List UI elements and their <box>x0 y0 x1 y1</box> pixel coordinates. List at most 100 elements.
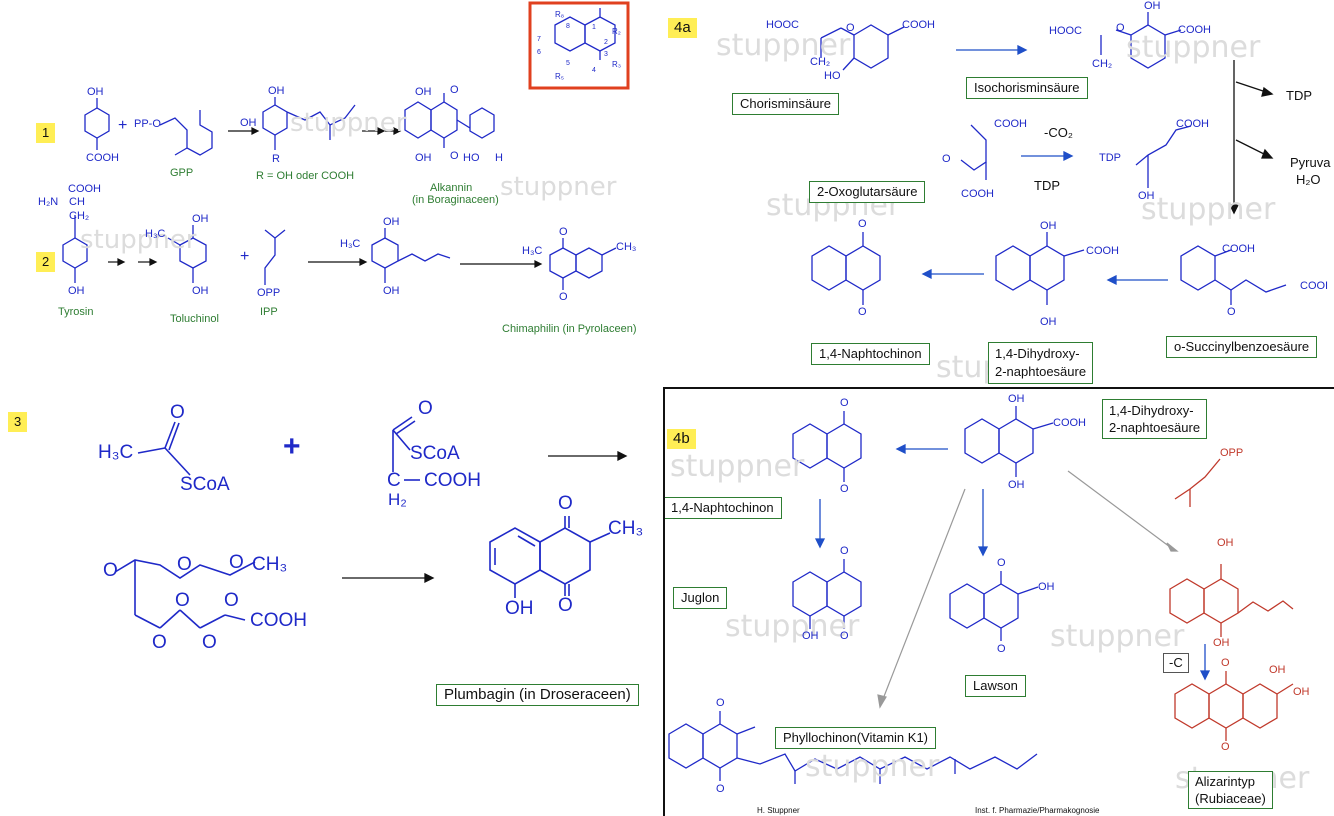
formula-label: COOI <box>1300 280 1329 292</box>
formula-label: OH <box>415 86 432 98</box>
formula-label: COOH <box>961 188 994 200</box>
formula-label: OH <box>415 152 432 164</box>
gpp-structure <box>159 110 213 156</box>
formula-label: COOH <box>68 183 101 195</box>
formula-label: O <box>1116 22 1125 34</box>
core-label: 3 <box>604 51 608 58</box>
formula-label: O <box>559 291 568 303</box>
naphtochinon-4b-structure <box>792 411 862 482</box>
formula-label: OH <box>240 117 257 129</box>
formula-label: O <box>716 783 725 795</box>
formula-label: OPP <box>257 287 281 299</box>
formula-label: HOOC <box>766 19 799 31</box>
formula-label: OPP <box>1220 447 1244 459</box>
juglon-structure <box>792 559 862 629</box>
tyrosin-structure <box>62 215 88 283</box>
alizarintyp-line-1: Alizarintyp <box>1195 774 1255 789</box>
core-structure-frame <box>528 1 630 90</box>
formula-label: OH <box>802 630 819 642</box>
formula-label: COOH <box>1178 24 1211 36</box>
dihydroxy-naphtoesaeure-4b-box: 1,4-Dihydroxy- 2-naphtoesäure <box>1102 399 1208 439</box>
core-label: R₃ <box>612 60 622 69</box>
formula-label: O <box>1227 306 1236 318</box>
isochorisminsaeure-structure <box>1100 12 1182 69</box>
footer-institute: Inst. f. Pharmazie/Pharmakognosie <box>975 806 1100 815</box>
tyrosin-label: Tyrosin <box>58 306 94 318</box>
ipp-label: IPP <box>260 306 278 318</box>
formula-label: O <box>840 545 849 557</box>
formula-label: OH <box>1008 479 1025 491</box>
formula-label: R <box>272 153 280 165</box>
alkannin-label: Alkannin <box>430 182 473 194</box>
decarboxylation-box: -C <box>1163 653 1189 673</box>
juglon-box: Juglon <box>673 587 728 609</box>
formula-label: H₃C <box>145 228 166 240</box>
tdp-label: TDP <box>1034 178 1060 193</box>
formula-label: O <box>177 554 192 575</box>
core-label: R₅ <box>555 72 564 81</box>
lawson-structure <box>949 571 1039 641</box>
formula-label: O <box>418 398 433 419</box>
panel-1-2-structures <box>62 1 630 290</box>
core-label: R₈ <box>555 10 565 19</box>
succinylbenzoesaeure-structure <box>1180 245 1287 305</box>
acetyl-coa-structure <box>137 421 191 476</box>
formula-label: CH₃ <box>608 518 644 539</box>
geranylhydroquinone-structure <box>262 97 356 150</box>
core-label: 6 <box>537 49 541 56</box>
formula-label: COOH <box>1086 245 1119 257</box>
plumbagin-structure <box>489 516 611 598</box>
core-label: 2 <box>604 39 608 46</box>
formula-label: SCoA <box>410 443 460 464</box>
alizarin-structure <box>1174 671 1294 741</box>
prenyl-toluhydroquinone-structure <box>371 228 451 283</box>
formula-label: O <box>997 557 1006 569</box>
gpp-label: GPP <box>170 167 194 179</box>
formula-label: COOH <box>902 19 935 31</box>
formula-label: COOH <box>1053 417 1086 429</box>
formula-label: OH <box>383 285 400 297</box>
hydroxybenzoic-acid-structure <box>84 98 110 150</box>
formula-label: COOH <box>424 470 481 491</box>
core-label: 8 <box>566 23 570 30</box>
formula-label: C <box>387 470 401 491</box>
formula-label: HO <box>463 152 480 164</box>
formula-label: OH <box>1269 664 1286 676</box>
chimaphilin-structure <box>549 238 617 290</box>
formula-label: O <box>858 218 867 230</box>
formula-label: CH <box>69 196 85 208</box>
formula-label: H₂N <box>38 196 59 208</box>
formula-label: O <box>997 643 1006 655</box>
core-label: 7 <box>537 36 541 43</box>
naphtochinon-4b-box: 1,4-Naphtochinon <box>665 497 782 519</box>
naphtochinon-structure <box>811 232 881 305</box>
formula-label: O <box>558 595 573 616</box>
formula-label: O <box>559 226 568 238</box>
formula-label: O <box>1221 741 1230 753</box>
h2o-label: H₂O <box>1296 172 1321 187</box>
formula-label: O <box>840 483 849 495</box>
dihydroxy-line-1: 1,4-Dihydroxy- <box>995 346 1080 361</box>
formula-label: O <box>450 84 459 96</box>
formula-label: H₂ <box>388 490 407 509</box>
alkannin-source-label: (in Boraginaceen) <box>412 194 499 206</box>
step-label-1: 1 <box>36 123 56 143</box>
formula-label: COOH <box>1222 243 1255 255</box>
formula-label: CH₃ <box>252 554 288 575</box>
core-naphthoquinone-structure <box>554 8 616 60</box>
formula-label: CH₂ <box>810 56 831 68</box>
pyruvat-label: Pyruva <box>1290 155 1331 170</box>
phyllochinon-structure <box>668 711 1038 784</box>
formula-label: HO <box>824 70 841 82</box>
step-label-4a: 4a <box>668 18 697 38</box>
alizarintyp-line-2: (Rubiaceae) <box>1195 791 1266 806</box>
formula-label: O <box>152 632 167 653</box>
formula-label: O <box>942 153 951 165</box>
malonyl-coa-structure <box>392 416 420 481</box>
step-label-3: 3 <box>8 412 28 432</box>
formula-label: OH <box>268 85 285 97</box>
formula-label: OH <box>1040 316 1057 328</box>
ipp-structure <box>264 229 286 285</box>
toluchinol-label: Toluchinol <box>170 313 219 325</box>
dihydroxy-naphtoesaeure-4b-structure <box>964 406 1054 477</box>
